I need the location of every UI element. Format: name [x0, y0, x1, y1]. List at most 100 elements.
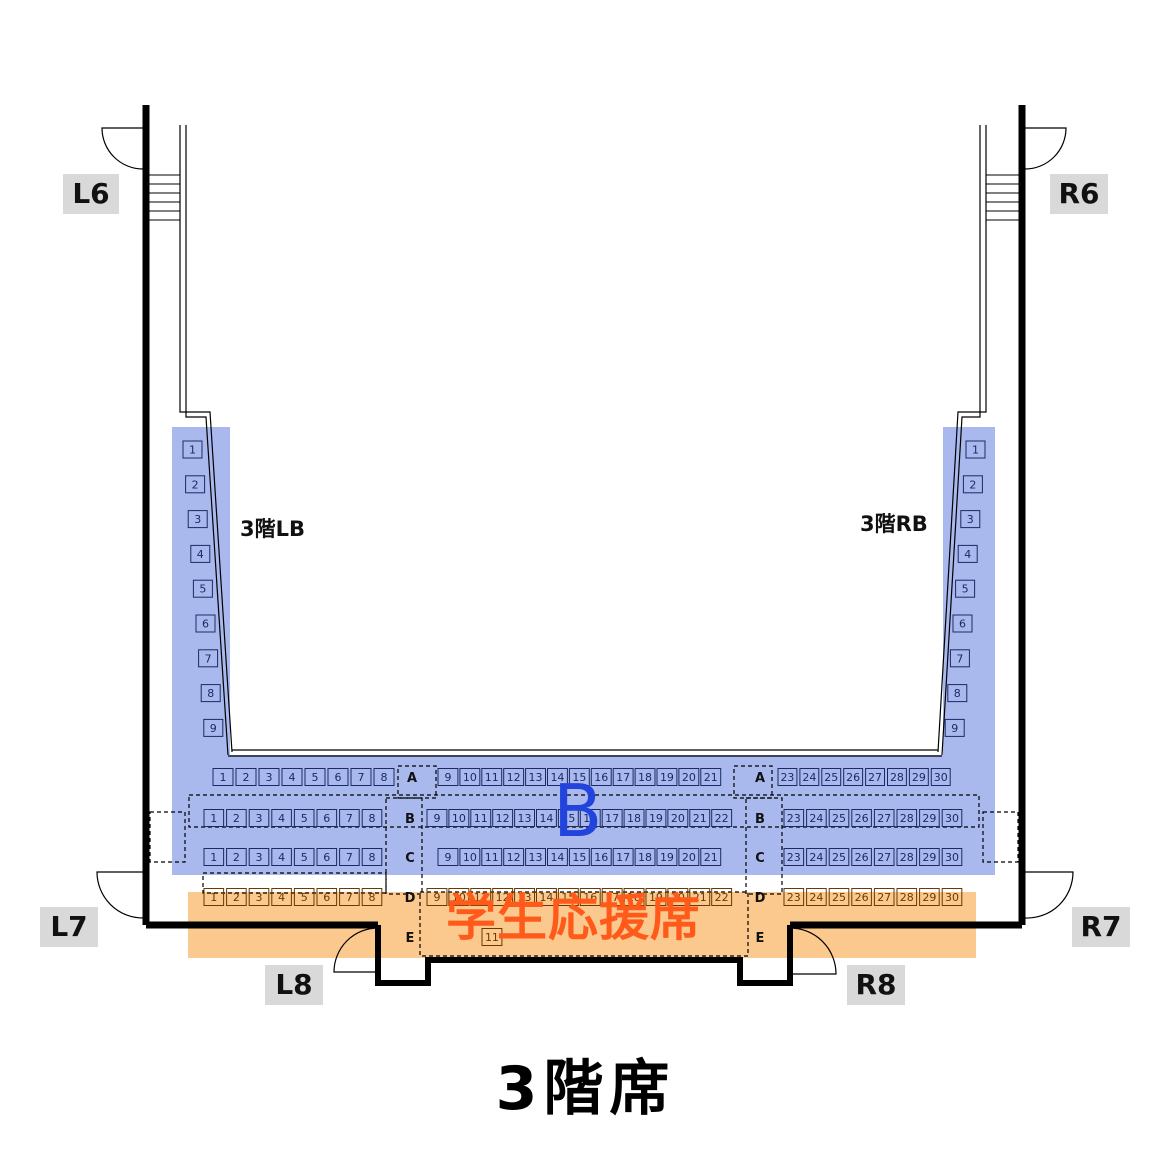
seat-center-C[interactable]: 15 — [568, 848, 590, 866]
seat-right-A[interactable]: 26 — [843, 768, 864, 786]
seat-center-B[interactable]: 9 — [426, 809, 448, 827]
seat-center-C[interactable]: 17 — [612, 848, 634, 866]
seat-right-D[interactable]: 27 — [873, 888, 895, 906]
seat-left-C[interactable]: 2 — [226, 848, 247, 866]
seat-center-D[interactable]: 19 — [645, 888, 667, 906]
seat-right-A[interactable]: 30 — [930, 768, 951, 786]
seat-left-A[interactable]: 2 — [235, 768, 257, 786]
seat-right-A[interactable]: 29 — [908, 768, 929, 786]
box-seat-left[interactable]: 6 — [195, 614, 216, 633]
seat-left-B[interactable]: 1 — [203, 809, 225, 827]
seat-left-B[interactable]: 3 — [248, 809, 270, 827]
seat-center-C[interactable]: 11 — [481, 848, 503, 866]
seat-left-A[interactable]: 4 — [281, 768, 303, 786]
seat-center-A[interactable]: 18 — [634, 768, 656, 786]
seat-center-A[interactable]: 11 — [481, 768, 503, 786]
seat-right-D[interactable]: 24 — [806, 888, 827, 906]
seat-center-B[interactable]: 18 — [623, 809, 645, 827]
seat-center-D[interactable]: 21 — [689, 888, 711, 906]
seat-right-C[interactable]: 24 — [806, 848, 827, 866]
box-seat-left[interactable]: 7 — [198, 649, 219, 668]
seat-left-A[interactable]: 6 — [327, 768, 349, 786]
seat-left-D[interactable]: 5 — [293, 888, 315, 906]
seat-center-C[interactable]: 21 — [700, 848, 722, 866]
seat-center-D[interactable]: 10 — [448, 888, 470, 906]
seat-right-C[interactable]: 28 — [896, 848, 918, 866]
seat-center-B[interactable]: 13 — [514, 809, 535, 827]
seat-center-B[interactable]: 15 — [557, 809, 579, 827]
box-seat-right[interactable]: 6 — [952, 614, 973, 633]
seat-left-C[interactable]: 3 — [248, 848, 270, 866]
box-seat-right[interactable]: 8 — [947, 684, 968, 703]
seat-center-D[interactable]: 14 — [536, 888, 557, 906]
box-seat-left[interactable]: 8 — [200, 684, 221, 703]
seat-left-C[interactable]: 5 — [293, 848, 315, 866]
box-seat-left[interactable]: 9 — [203, 718, 224, 737]
seat-left-D[interactable]: 7 — [339, 888, 360, 906]
seat-center-A[interactable]: 12 — [503, 768, 525, 786]
seat-left-D[interactable]: 3 — [248, 888, 270, 906]
seat-center-D[interactable]: 9 — [426, 888, 448, 906]
seat-center-A[interactable]: 10 — [459, 768, 481, 786]
seat-center-C[interactable]: 10 — [459, 848, 481, 866]
seat-left-B[interactable]: 8 — [361, 809, 383, 827]
seat-center-C[interactable]: 12 — [503, 848, 525, 866]
seat-center-C[interactable]: 19 — [656, 848, 678, 866]
seat-right-B[interactable]: 30 — [941, 809, 963, 827]
seat-left-C[interactable]: 6 — [316, 848, 338, 866]
box-seat-right[interactable]: 3 — [960, 510, 981, 529]
seat-center-B[interactable]: 10 — [448, 809, 470, 827]
seat-left-B[interactable]: 5 — [293, 809, 315, 827]
seat-right-B[interactable]: 28 — [896, 809, 918, 827]
seat-right-A[interactable]: 27 — [865, 768, 885, 786]
seat-center-C[interactable]: 9 — [437, 848, 459, 866]
seat-left-C[interactable]: 4 — [271, 848, 292, 866]
seat-left-A[interactable]: 5 — [304, 768, 326, 786]
seat-right-B[interactable]: 27 — [873, 809, 895, 827]
seat-center-C[interactable]: 13 — [525, 848, 546, 866]
box-seat-left[interactable]: 1 — [182, 440, 203, 459]
seat-center-A[interactable]: 20 — [678, 768, 700, 786]
seat-center-D[interactable]: 13 — [514, 888, 535, 906]
seat-left-A[interactable]: 7 — [350, 768, 372, 786]
seat-left-A[interactable]: 8 — [373, 768, 395, 786]
seat-right-D[interactable]: 28 — [896, 888, 918, 906]
seat-right-A[interactable]: 25 — [821, 768, 842, 786]
seat-right-D[interactable]: 25 — [828, 888, 850, 906]
seat-center-A[interactable]: 9 — [437, 768, 459, 786]
seat-center-C[interactable]: 18 — [634, 848, 656, 866]
seat-left-C[interactable]: 8 — [361, 848, 383, 866]
seat-center-A[interactable]: 14 — [547, 768, 568, 786]
box-seat-right[interactable]: 7 — [949, 649, 970, 668]
box-seat-right[interactable]: 2 — [962, 475, 983, 494]
seat-center-A[interactable]: 19 — [656, 768, 678, 786]
seat-right-C[interactable]: 27 — [873, 848, 895, 866]
seat-right-B[interactable]: 29 — [919, 809, 940, 827]
box-seat-right[interactable]: 9 — [944, 718, 965, 737]
seat-left-B[interactable]: 6 — [316, 809, 338, 827]
seat-right-D[interactable]: 30 — [941, 888, 963, 906]
seat-center-B[interactable]: 20 — [667, 809, 689, 827]
seat-right-C[interactable]: 23 — [783, 848, 805, 866]
seat-left-C[interactable]: 7 — [339, 848, 360, 866]
box-seat-left[interactable]: 3 — [187, 510, 208, 529]
seat-center-C[interactable]: 16 — [590, 848, 612, 866]
box-seat-right[interactable]: 1 — [965, 440, 986, 459]
seat-center-B[interactable]: 17 — [601, 809, 623, 827]
seat-left-D[interactable]: 4 — [271, 888, 292, 906]
seat-center-D[interactable]: 18 — [623, 888, 645, 906]
seat-right-D[interactable]: 23 — [783, 888, 805, 906]
seat-center-D[interactable]: 12 — [492, 888, 514, 906]
seat-center-D[interactable]: 20 — [667, 888, 689, 906]
box-seat-right[interactable]: 4 — [957, 544, 978, 563]
box-seat-left[interactable]: 4 — [190, 544, 211, 563]
seat-right-C[interactable]: 29 — [919, 848, 940, 866]
seat-center-B[interactable]: 16 — [579, 809, 601, 827]
seat-right-A[interactable]: 23 — [777, 768, 798, 786]
seat-center-B[interactable]: 14 — [536, 809, 557, 827]
seat-left-D[interactable]: 6 — [316, 888, 338, 906]
box-seat-left[interactable]: 2 — [185, 475, 206, 494]
seat-center-D[interactable]: 17 — [601, 888, 623, 906]
seat-center-B[interactable]: 12 — [492, 809, 514, 827]
seat-left-D[interactable]: 1 — [203, 888, 225, 906]
